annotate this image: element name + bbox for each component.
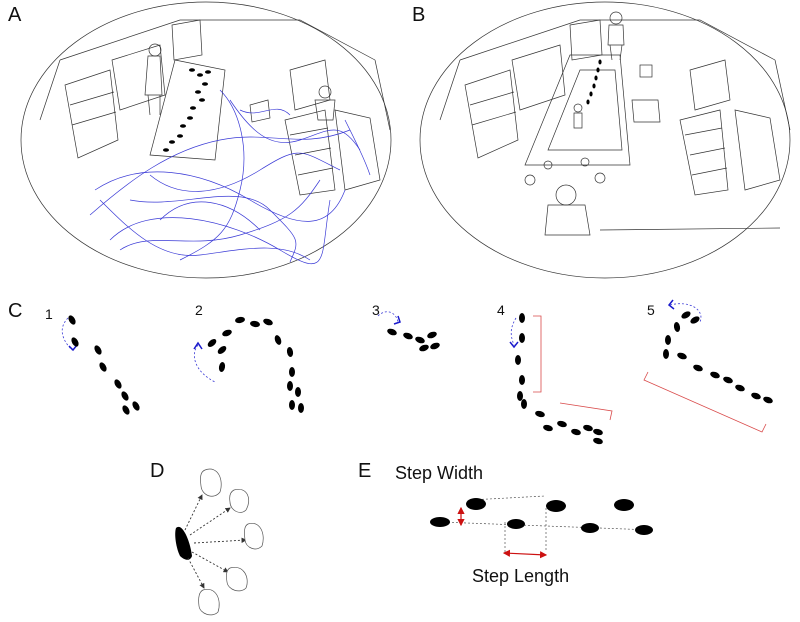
room-scene-a (20, 1, 392, 279)
panel-label-e: E (358, 460, 372, 482)
panel-label-a: A (8, 4, 22, 26)
path-number-3: 3 (372, 302, 380, 318)
step-width-label: Step Width (395, 463, 484, 483)
footprint-e-1 (430, 517, 450, 527)
footprint-path-5 (643, 299, 773, 433)
trajectories-a (89, 89, 371, 265)
footprint-path-1 (61, 315, 140, 415)
step-length-arrow (502, 549, 548, 559)
footprint-e-4 (546, 500, 566, 512)
step-length-label: Step Length (472, 566, 570, 586)
footprints-b (586, 59, 602, 105)
direction-diagram (175, 468, 264, 616)
fisheye-boundary-b (419, 1, 791, 279)
footprint-e-7 (635, 525, 653, 535)
shelf-left-a (64, 69, 119, 159)
path-number-2: 2 (195, 302, 203, 318)
footprints-a (163, 68, 211, 152)
runway-b (524, 54, 631, 166)
footprint-back-2 (198, 588, 220, 616)
panel-label-b: B (412, 4, 426, 26)
bracket-path-4-horizontal (559, 402, 613, 421)
reference-footprint (175, 526, 192, 560)
footprint-path-3 (377, 311, 440, 352)
table-a (149, 59, 226, 161)
panel-label-c: C (8, 300, 23, 322)
bracket-path-4-vertical (533, 315, 542, 393)
footprint-forward-1 (200, 468, 222, 497)
footprint-e-3 (507, 519, 525, 529)
footprint-back-1 (226, 566, 248, 592)
footprint-e-5 (581, 523, 599, 533)
footprint-forward-2 (229, 488, 249, 513)
path-number-1: 1 (45, 306, 53, 322)
fisheye-boundary-a (20, 1, 392, 279)
path-number-4: 4 (497, 302, 505, 318)
footprint-side (244, 522, 264, 550)
step-measure-diagram (430, 495, 653, 559)
path-number-5: 5 (647, 302, 655, 318)
footprint-e-6 (614, 499, 634, 511)
bracket-path-5 (643, 371, 767, 433)
footprint-path-4 (509, 313, 613, 445)
panel-label-d: D (150, 460, 165, 482)
footprint-path-2 (193, 316, 304, 413)
footprint-e-2 (466, 498, 486, 510)
shelf-right-a (284, 109, 336, 196)
room-scene-b (419, 1, 791, 279)
